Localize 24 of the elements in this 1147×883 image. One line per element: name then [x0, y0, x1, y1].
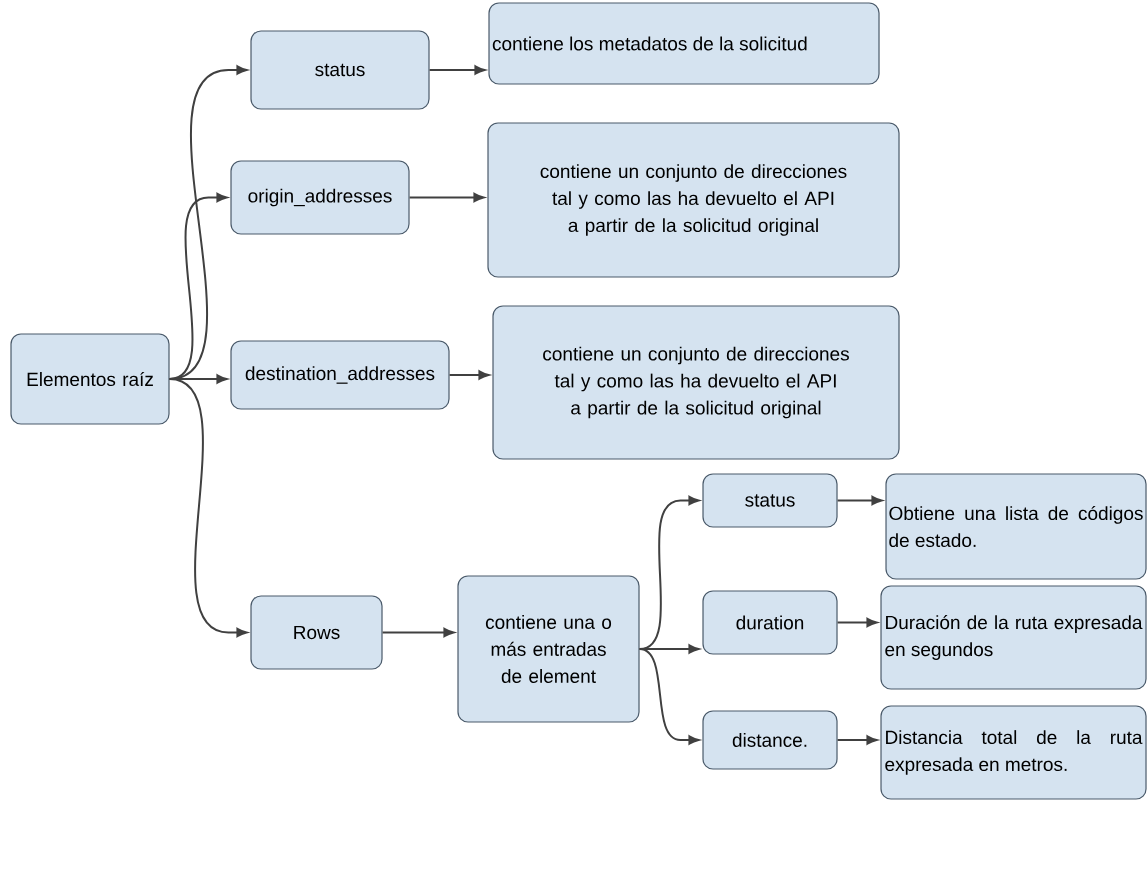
description-box: Distancia total de la ruta expresada en metros. — [880, 705, 1147, 800]
element-box: origin_addresses — [230, 160, 410, 235]
arrow — [168, 378, 248, 638]
description-box: destination_addresses — [230, 340, 450, 410]
element-box: distance. — [702, 710, 838, 770]
description-box: Obtiene una lista de códigos de estado. — [885, 473, 1147, 580]
element-box: Elementos raíz — [10, 333, 170, 425]
description-box: contiene los metadatos de la solicitud — [488, 2, 880, 85]
element-box: contiene una o más entradas de element — [457, 575, 640, 723]
description-box: Duración de la ruta expresada en segundos — [880, 585, 1147, 690]
element-box: duration — [702, 590, 838, 655]
arrow — [448, 370, 490, 380]
arrow — [381, 627, 455, 638]
description-box: contiene un conjunto de direcciones tal y como las ha devuelto el API a partir de la solicitud original — [487, 122, 900, 278]
element-box: status — [250, 30, 430, 110]
description-box: contiene un conjunto de direcciones tal y como las ha devuelto el API a partir de la solicitud original — [492, 305, 900, 460]
arrow — [408, 192, 485, 203]
arrow — [836, 735, 878, 745]
arrow — [638, 648, 700, 745]
arrow — [836, 495, 883, 506]
arrow — [428, 65, 486, 75]
element-box: status — [702, 473, 838, 528]
element-box: Rows — [250, 595, 383, 670]
arrow — [836, 617, 878, 628]
